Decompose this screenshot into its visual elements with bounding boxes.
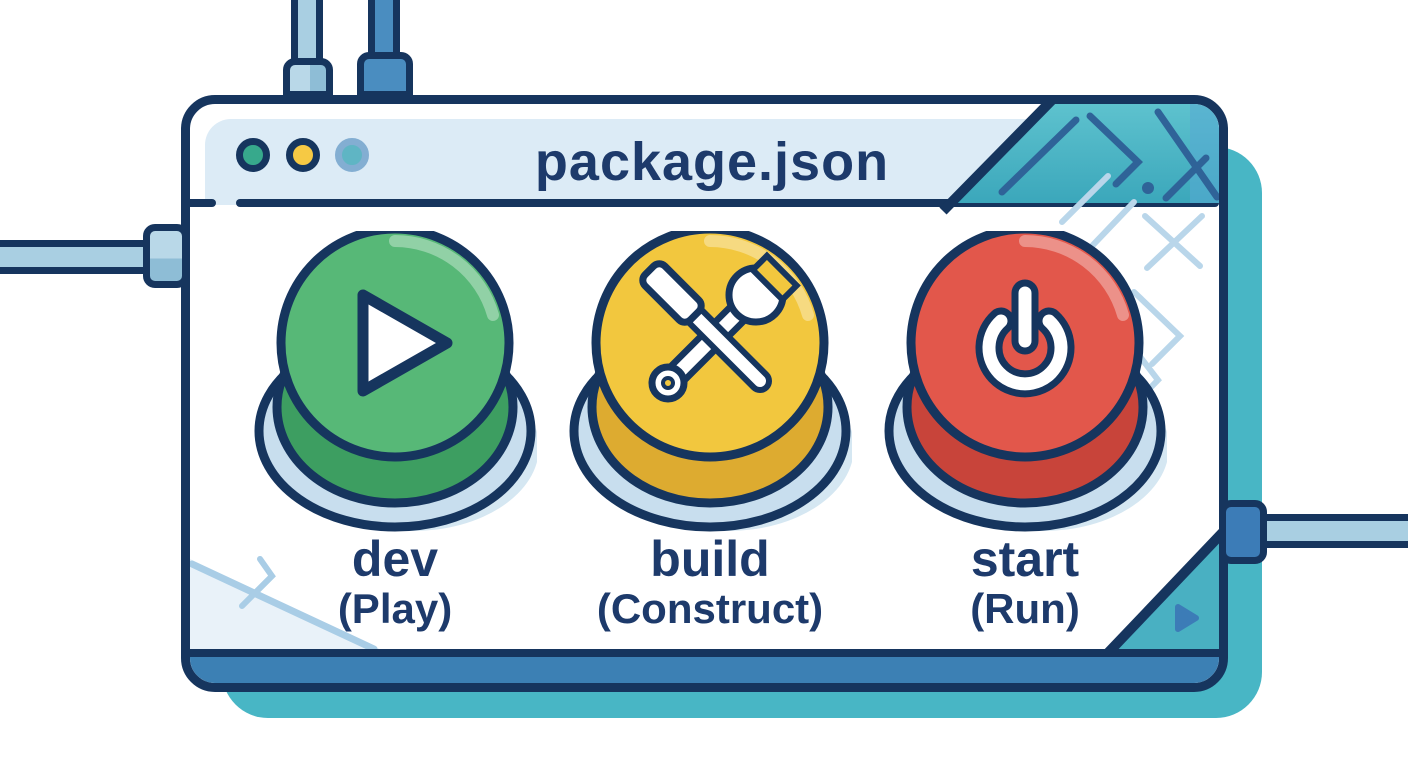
right-pipe-connector (1219, 500, 1267, 564)
start-label-group: start (Run) (865, 533, 1185, 633)
dev-label-group: dev (Play) (235, 533, 555, 633)
titlebar-separator-stub (190, 199, 216, 207)
titlebar-separator (236, 199, 1219, 207)
teal-corner-top-right (939, 104, 1219, 215)
window-decorations (190, 104, 1219, 659)
build-label-group: build (Construct) (550, 533, 870, 633)
small-play-glyph (1175, 604, 1199, 632)
top-pipe-blue (368, 0, 400, 56)
left-pipe-connector (143, 224, 189, 288)
top-pipe-light (291, 0, 323, 66)
top-pipe-blue-connector (357, 52, 413, 98)
top-pipe-light-connector (283, 58, 333, 98)
window-bottom-bar (190, 649, 1219, 683)
dev-script-name: dev (351, 531, 439, 587)
tools-icon (639, 251, 801, 403)
left-pipe (0, 240, 156, 274)
dev-script-alias: (Play) (337, 585, 453, 632)
right-pipe (1263, 514, 1408, 548)
teal-corner-bottom-right (1102, 529, 1219, 659)
play-icon (357, 289, 453, 397)
window-title: package.json (534, 132, 890, 192)
dev-button[interactable] (253, 231, 537, 537)
build-script-alias: (Construct) (596, 585, 824, 632)
start-button[interactable] (883, 231, 1167, 537)
window-control-dot-yellow[interactable] (286, 138, 320, 172)
build-button[interactable] (568, 231, 852, 537)
light-corner-bottom-left (190, 556, 380, 653)
window-control-dot-green[interactable] (236, 138, 270, 172)
start-script-name: start (970, 531, 1080, 587)
window-control-dot-teal[interactable] (335, 138, 369, 172)
power-icon (975, 279, 1075, 398)
build-script-name: build (650, 531, 770, 587)
start-script-alias: (Run) (970, 585, 1080, 632)
